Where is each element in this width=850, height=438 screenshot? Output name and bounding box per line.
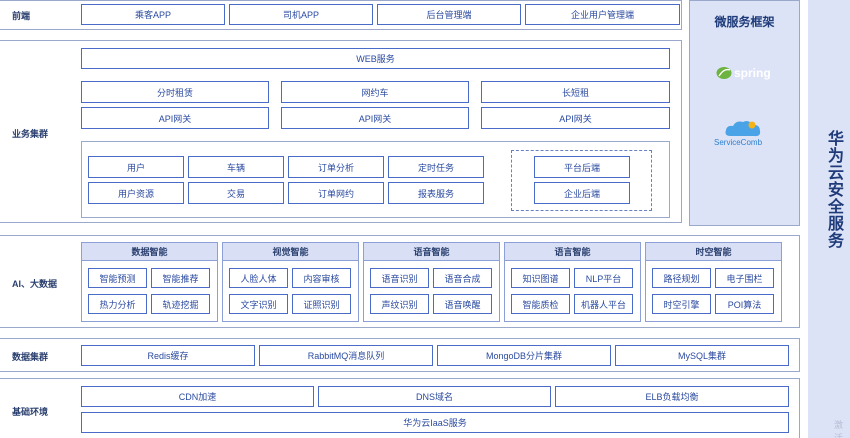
- speech-intelligence-title: 语音智能: [364, 243, 499, 261]
- nlp-platform-box: NLP平台: [574, 268, 633, 288]
- speech-recognition-box: 语音识别: [370, 268, 429, 288]
- infrastructure-label: 基础环境: [12, 407, 49, 417]
- vision-intelligence-title: 视觉智能: [223, 243, 358, 261]
- huawei-iaas-box: 华为云IaaS服务: [81, 412, 789, 433]
- dns-domain-box: DNS域名: [318, 386, 551, 407]
- ride-hailing-box: 网约车: [281, 81, 469, 103]
- backends-dashed-group: [511, 150, 652, 211]
- servicecomb-cloud-icon: [725, 121, 761, 137]
- speech-synthesis-box: 语音合成: [433, 268, 492, 288]
- data-intelligence-title: 数据智能: [82, 243, 217, 261]
- servicecomb-logo: ServiceComb: [714, 119, 778, 149]
- route-planning-box: 路径规划: [652, 268, 711, 288]
- web-service-box: WEB服务: [81, 48, 670, 69]
- module-trade-box: 交易: [188, 182, 284, 204]
- robot-platform-box: 机器人平台: [574, 294, 633, 314]
- platform-backend-box: 平台后端: [534, 156, 630, 178]
- module-order-ridehail-box: 订单网约: [288, 182, 384, 204]
- module-vehicle-box: 车辆: [188, 156, 284, 178]
- spring-leaf-icon: [716, 67, 732, 79]
- smart-recommend-box: 智能推荐: [151, 268, 210, 288]
- mysql-cluster-box: MySQL集群: [615, 345, 789, 366]
- rabbitmq-queue-box: RabbitMQ消息队列: [259, 345, 433, 366]
- voice-wakeup-box: 语音唤醒: [433, 294, 492, 314]
- passenger-app-box: 乘客APP: [81, 4, 225, 25]
- module-user-box: 用户: [88, 156, 184, 178]
- module-report-service-box: 报表服务: [388, 182, 484, 204]
- spring-logo: spring: [716, 65, 771, 81]
- content-review-box: 内容审核: [292, 268, 351, 288]
- microservice-framework-title: 微服务框架: [714, 15, 775, 29]
- redis-cache-box: Redis缓存: [81, 345, 255, 366]
- module-scheduled-task-box: 定时任务: [388, 156, 484, 178]
- spatiotemporal-intelligence-title: 时空智能: [646, 243, 781, 261]
- poi-algorithm-box: POI算法: [715, 294, 774, 314]
- mongodb-cluster-box: MongoDB分片集群: [437, 345, 611, 366]
- heatmap-analysis-box: 热力分析: [88, 294, 147, 314]
- geofence-box: 电子围栏: [715, 268, 774, 288]
- module-order-analysis-box: 订单分析: [288, 156, 384, 178]
- smart-prediction-box: 智能预测: [88, 268, 147, 288]
- api-gateway-box-2: API网关: [281, 107, 469, 129]
- ai-bigdata-label: AI、大数据: [12, 279, 58, 289]
- time-share-rental-box: 分时租赁: [81, 81, 269, 103]
- servicecomb-logo-text: ServiceComb: [714, 138, 763, 147]
- text-recognition-box: 文字识别: [229, 294, 288, 314]
- spatiotemporal-engine-box: 时空引擎: [652, 294, 711, 314]
- driver-app-box: 司机APP: [229, 4, 373, 25]
- frontend-layer-label: 前端: [12, 11, 31, 21]
- business-modules-container: [81, 141, 670, 218]
- data-cluster-label: 数据集群: [12, 352, 49, 362]
- smart-qc-box: 智能质检: [511, 294, 570, 314]
- admin-backend-box: 后台管理端: [377, 4, 521, 25]
- security-service-strip: [808, 0, 850, 438]
- voiceprint-recognition-box: 声纹识别: [370, 294, 429, 314]
- activation-watermark: 激活: [834, 420, 844, 438]
- long-short-rental-box: 长短租: [481, 81, 670, 103]
- business-cluster-label: 业务集群: [12, 129, 49, 139]
- knowledge-graph-box: 知识图谱: [511, 268, 570, 288]
- enterprise-admin-box: 企业用户管理端: [525, 4, 680, 25]
- enterprise-backend-box: 企业后端: [534, 182, 630, 204]
- module-user-resource-box: 用户资源: [88, 182, 184, 204]
- api-gateway-box-3: API网关: [481, 107, 670, 129]
- spring-logo-text: spring: [734, 66, 771, 80]
- security-service-label: 华为云安全服务: [825, 130, 842, 249]
- license-recognition-box: 证照识别: [292, 294, 351, 314]
- trajectory-mining-box: 轨迹挖掘: [151, 294, 210, 314]
- api-gateway-box-1: API网关: [81, 107, 269, 129]
- elb-load-balancer-box: ELB负载均衡: [555, 386, 789, 407]
- face-body-box: 人脸人体: [229, 268, 288, 288]
- cdn-acceleration-box: CDN加速: [81, 386, 314, 407]
- microservice-framework-panel: 微服务框架 spring ServiceComb: [689, 0, 800, 226]
- language-intelligence-title: 语言智能: [505, 243, 640, 261]
